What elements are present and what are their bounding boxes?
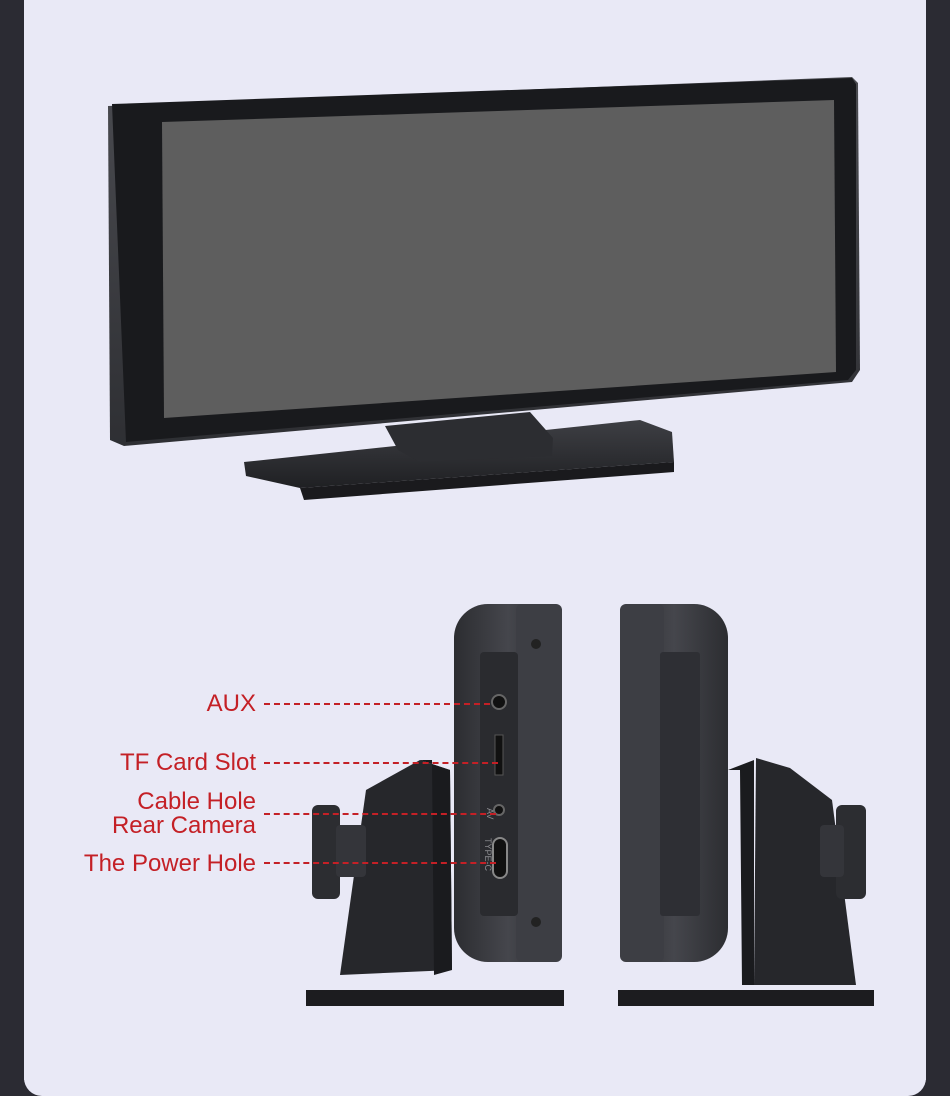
front-screen [162, 100, 836, 418]
tf-card-slot-label: TF Card Slot [119, 749, 256, 776]
front-device [108, 77, 860, 500]
tf-card-slot-leader-line [264, 762, 498, 764]
front-neck [385, 412, 553, 462]
type-c-mark: TYPE-C [483, 838, 493, 872]
left-port-panel [480, 652, 518, 916]
power-hole-leader-line [264, 862, 496, 864]
frame-left-edge [0, 0, 24, 1096]
right-base-plate [618, 990, 874, 1006]
left-knob [312, 805, 340, 899]
aux-leader-line [264, 703, 490, 705]
left-base-plate [306, 990, 564, 1006]
left-side-device: AV TYPE-C [306, 604, 564, 1006]
aux-label: AUX [206, 690, 256, 717]
av-port-icon [493, 804, 505, 816]
frame-right-edge [926, 0, 950, 1096]
right-side-device [618, 604, 874, 1006]
cable-hole-label: Cable Hole [137, 788, 256, 815]
cable-hole-leader-line [264, 813, 496, 815]
tf-slot-icon [494, 734, 504, 776]
rear-camera-label: Rear Camera [111, 812, 256, 839]
power-hole-label: The Power Hole [83, 850, 256, 877]
type-c-port-icon [492, 837, 508, 879]
aux-port-icon [491, 694, 507, 710]
right-bracket [754, 758, 856, 985]
